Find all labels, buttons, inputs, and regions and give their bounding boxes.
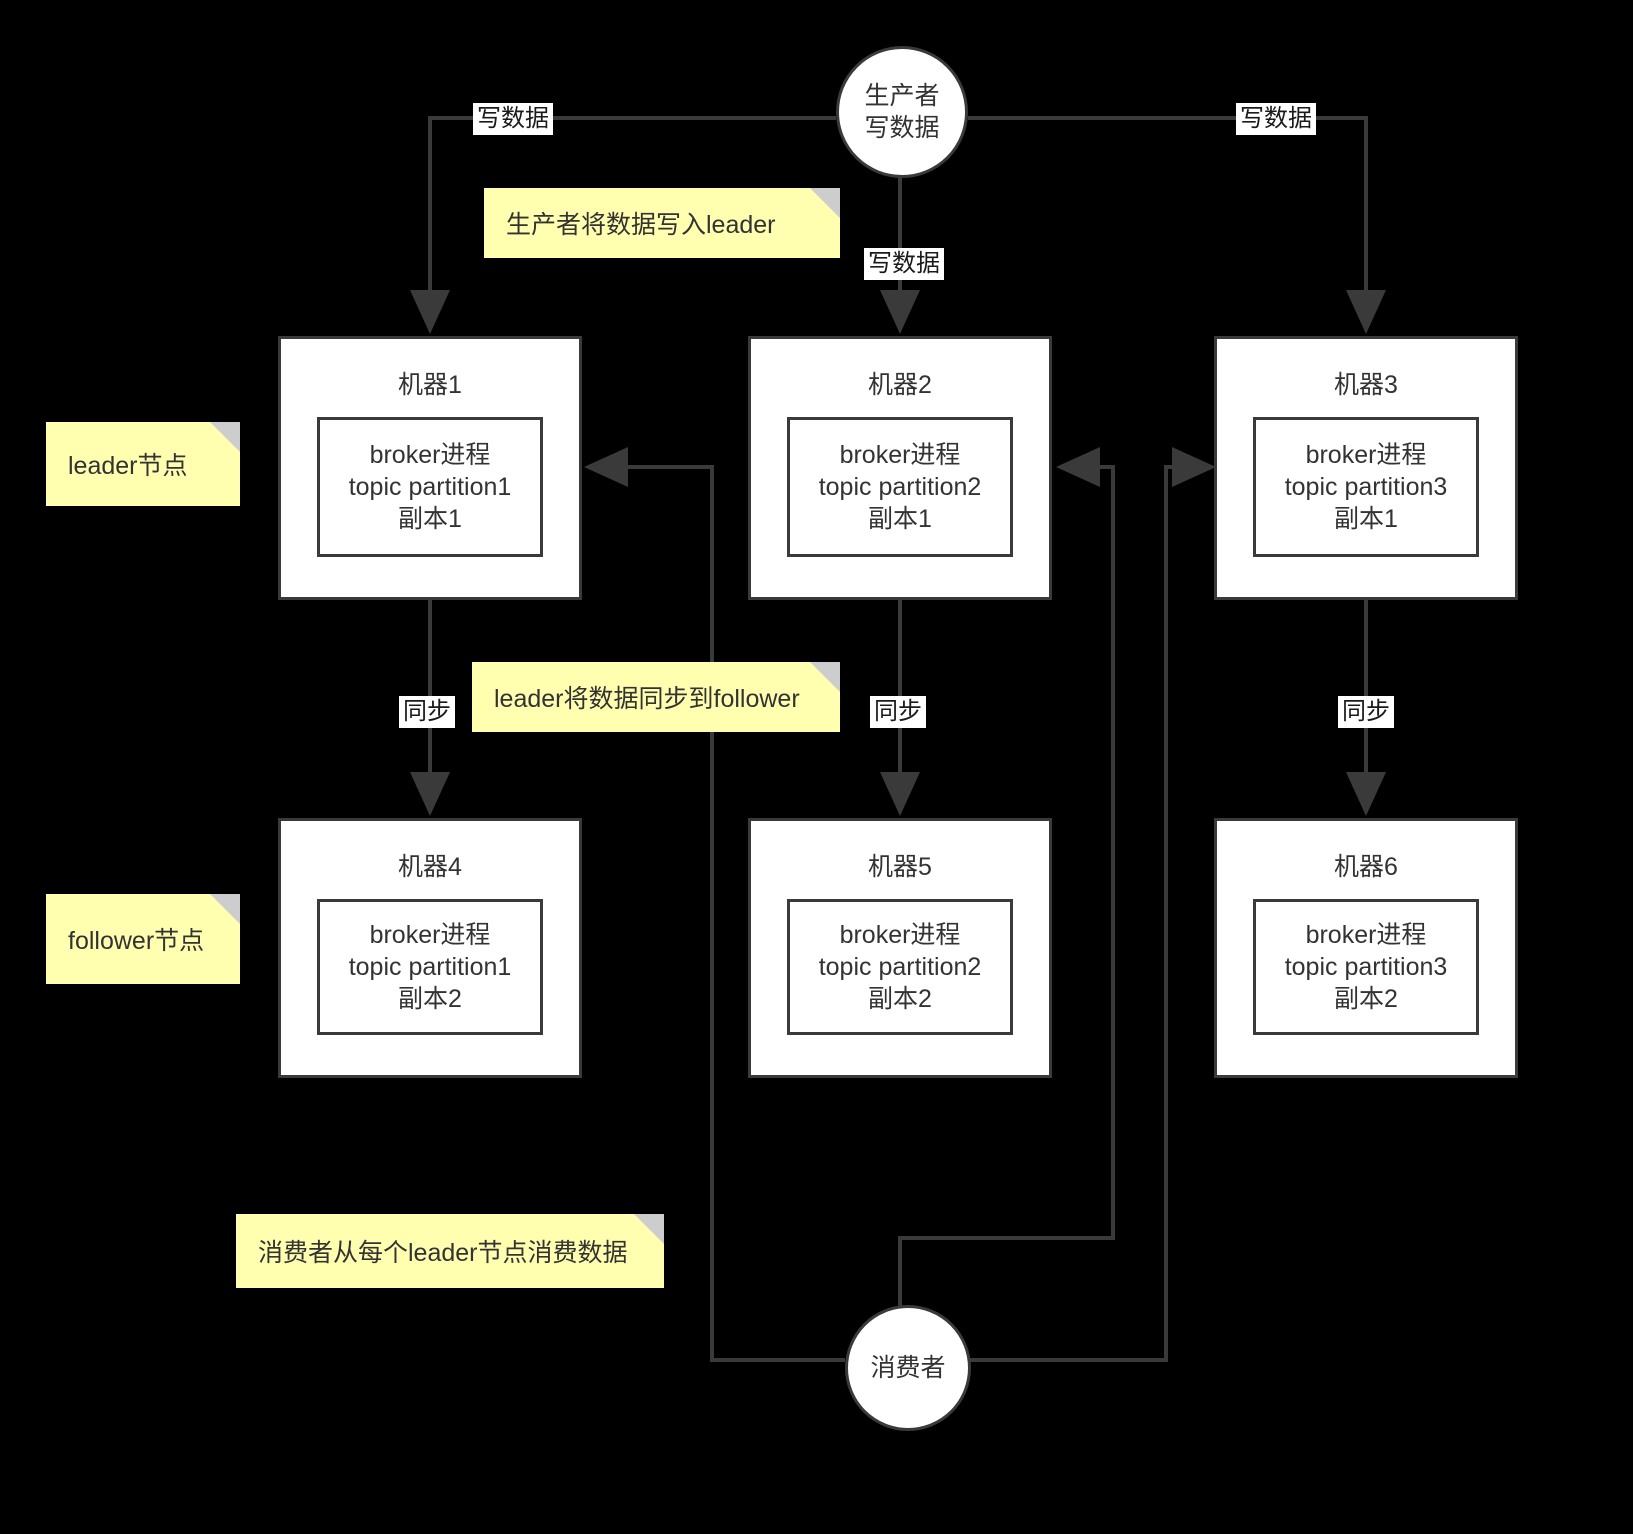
broker-partition-label: topic partition1 <box>348 953 512 981</box>
broker-replica-label: 副本1 <box>398 505 462 533</box>
broker-process-label: broker进程 <box>839 921 961 949</box>
machine-title: 机器5 <box>868 853 932 881</box>
broker-process-label: broker进程 <box>839 441 961 469</box>
machine-title: 机器6 <box>1334 853 1398 881</box>
consumer-node[interactable]: 消费者 <box>845 1305 971 1431</box>
broker-partition-label: topic partition2 <box>818 953 982 981</box>
broker-inner-box: broker进程 topic partition3 副本1 <box>1253 417 1479 557</box>
broker-inner-box: broker进程 topic partition1 副本1 <box>317 417 543 557</box>
machine-title: 机器4 <box>398 853 462 881</box>
broker-process-label: broker进程 <box>369 441 491 469</box>
note-text: leader节点 <box>68 452 188 480</box>
machine-title: 机器1 <box>398 371 462 399</box>
broker-inner-box: broker进程 topic partition3 副本2 <box>1253 899 1479 1035</box>
note-fold-corner-icon <box>210 894 240 924</box>
broker-inner-box: broker进程 topic partition2 副本1 <box>787 417 1013 557</box>
broker-inner-box: broker进程 topic partition2 副本2 <box>787 899 1013 1035</box>
edge-label-write-right: 写数据 <box>1236 103 1316 135</box>
broker-partition-label: topic partition1 <box>348 473 512 501</box>
consumer-label: 消费者 <box>870 1354 946 1382</box>
note-text: 消费者从每个leader节点消费数据 <box>258 1239 628 1267</box>
broker-replica-label: 副本1 <box>868 505 932 533</box>
machine-box-m3[interactable]: 机器3 broker进程 topic partition3 副本1 <box>1214 336 1518 600</box>
note-fold-corner-icon <box>634 1214 664 1244</box>
note-text: 生产者将数据写入leader <box>506 211 776 239</box>
machine-box-m2[interactable]: 机器2 broker进程 topic partition2 副本1 <box>748 336 1052 600</box>
machine-box-m4[interactable]: 机器4 broker进程 topic partition1 副本2 <box>278 818 582 1078</box>
machine-box-m5[interactable]: 机器5 broker进程 topic partition2 副本2 <box>748 818 1052 1078</box>
machine-box-m1[interactable]: 机器1 broker进程 topic partition1 副本1 <box>278 336 582 600</box>
producer-node[interactable]: 生产者 写数据 <box>836 46 968 178</box>
broker-partition-label: topic partition3 <box>1284 953 1448 981</box>
broker-process-label: broker进程 <box>369 921 491 949</box>
broker-replica-label: 副本1 <box>1334 505 1398 533</box>
note-follower: follower节点 <box>46 894 240 984</box>
edge-label-write-mid: 写数据 <box>864 248 944 280</box>
note-leader: leader节点 <box>46 422 240 506</box>
note-fold-corner-icon <box>210 422 240 452</box>
broker-inner-box: broker进程 topic partition1 副本2 <box>317 899 543 1035</box>
note-text: follower节点 <box>68 927 205 955</box>
producer-label-line2: 写数据 <box>864 114 940 142</box>
edge-label-write-left: 写数据 <box>473 103 553 135</box>
broker-process-label: broker进程 <box>1305 921 1427 949</box>
note-sync: leader将数据同步到follower <box>472 662 840 732</box>
machine-title: 机器2 <box>868 371 932 399</box>
broker-partition-label: topic partition3 <box>1284 473 1448 501</box>
producer-label-line1: 生产者 <box>864 82 940 110</box>
edge-label-sync-mid: 同步 <box>870 696 926 728</box>
broker-process-label: broker进程 <box>1305 441 1427 469</box>
broker-replica-label: 副本2 <box>1334 985 1398 1013</box>
edge-label-sync-right: 同步 <box>1338 696 1394 728</box>
broker-partition-label: topic partition2 <box>818 473 982 501</box>
note-fold-corner-icon <box>810 188 840 218</box>
broker-replica-label: 副本2 <box>398 985 462 1013</box>
machine-box-m6[interactable]: 机器6 broker进程 topic partition3 副本2 <box>1214 818 1518 1078</box>
note-producer-write: 生产者将数据写入leader <box>484 188 840 258</box>
broker-replica-label: 副本2 <box>868 985 932 1013</box>
note-fold-corner-icon <box>810 662 840 692</box>
note-consume: 消费者从每个leader节点消费数据 <box>236 1214 664 1288</box>
edge-label-sync-left: 同步 <box>399 696 455 728</box>
machine-title: 机器3 <box>1334 371 1398 399</box>
edge-producer-to-m3 <box>968 116 1386 334</box>
note-text: leader将数据同步到follower <box>494 685 800 713</box>
